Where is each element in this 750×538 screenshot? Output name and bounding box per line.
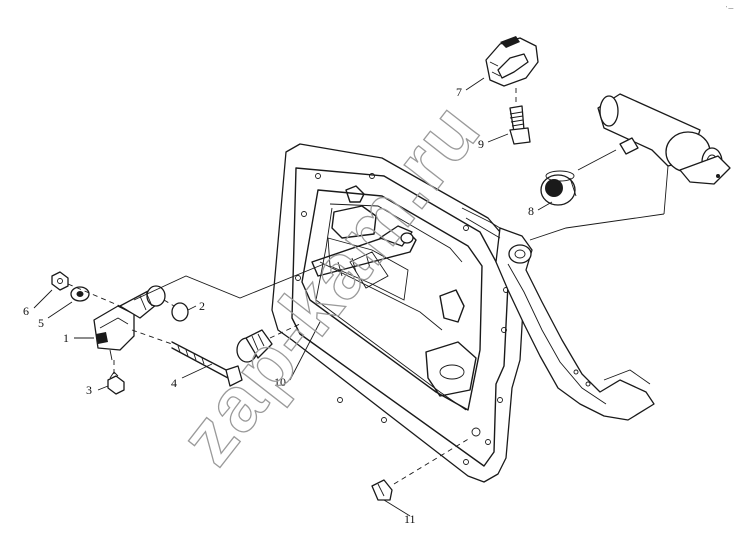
- callout-4: 4: [171, 376, 177, 390]
- callout-11: 11: [404, 512, 416, 526]
- part-11-clip: [371, 437, 471, 501]
- part-4-pushrod: [131, 329, 243, 387]
- callout-leaders: [33, 77, 617, 517]
- pedal-sleeve: [597, 93, 731, 185]
- corner-mark: ′ —: [726, 6, 733, 12]
- callout-8: 8: [528, 204, 534, 218]
- pedal-bracket-plate: [271, 143, 525, 483]
- part-9-bolt: [509, 88, 531, 145]
- callout-6: 6: [23, 304, 29, 318]
- part-2-seal: [163, 299, 189, 322]
- part-8-grommet: [540, 170, 577, 206]
- callout-3: 3: [86, 383, 92, 397]
- callout-5: 5: [38, 316, 44, 330]
- callout-1: 1: [63, 331, 69, 345]
- part-7-clamp: [485, 36, 539, 87]
- callout-7: 7: [456, 85, 462, 99]
- clutch-pedal: [461, 207, 655, 421]
- callout-9: 9: [478, 137, 484, 151]
- part-10-stopper: [236, 323, 301, 363]
- callout-2: 2: [199, 299, 205, 313]
- part-5-washer: [70, 286, 90, 302]
- pedal-shaft: [311, 225, 417, 277]
- part-1-master-cylinder: [93, 285, 166, 361]
- part-3-nut: [107, 360, 125, 395]
- callout-10: 10: [274, 375, 286, 389]
- part-6-nut: [51, 271, 121, 307]
- callout-labels: 1 2 3 4 5 6 7 8 9 10 11: [23, 85, 534, 526]
